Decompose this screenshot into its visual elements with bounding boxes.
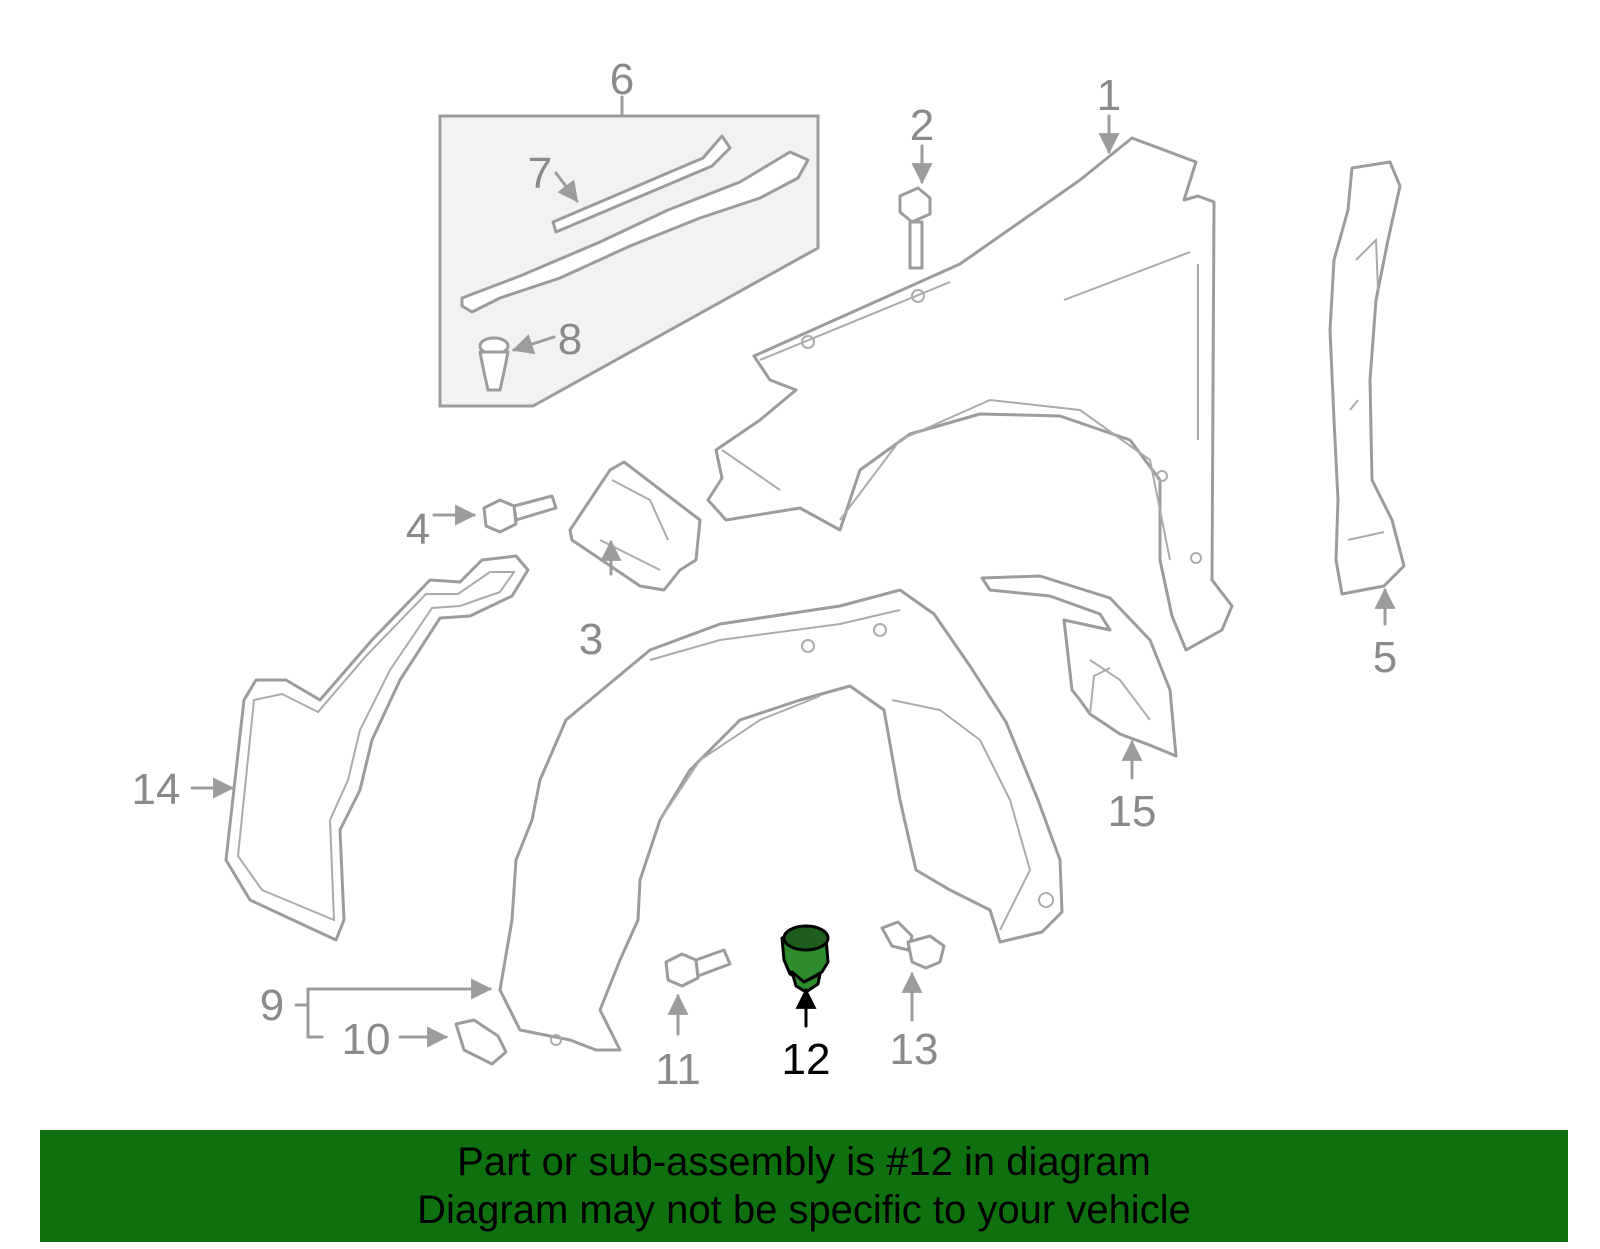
callout-1: 1: [1097, 71, 1121, 120]
part-8-clip[interactable]: [478, 336, 510, 392]
part-6-rail[interactable]: [460, 150, 810, 314]
callout-6: 6: [610, 55, 634, 104]
part-9-liner[interactable]: [498, 588, 1064, 1052]
part-3-bracket[interactable]: [568, 460, 702, 592]
callout-15: 15: [1108, 787, 1157, 836]
part-5-bracket[interactable]: [1328, 160, 1406, 596]
callout-10: 10: [342, 1015, 391, 1064]
info-banner: Part or sub-assembly is #12 in diagram D…: [40, 1130, 1568, 1242]
callout-14: 14: [132, 765, 181, 814]
part-4-bolt[interactable]: [482, 494, 558, 534]
callout-7: 7: [528, 149, 552, 198]
part-14-shield[interactable]: [224, 554, 530, 942]
part-7-seal[interactable]: [551, 134, 732, 234]
part-2-bolt[interactable]: [898, 186, 932, 270]
part-1-fender[interactable]: [706, 136, 1234, 652]
callout-13: 13: [890, 1025, 939, 1074]
callout-9: 9: [260, 981, 284, 1030]
part-12-nut[interactable]: [780, 924, 830, 994]
parts-diagram: 1 2 3 4 5 6 7 8 9 10 11 12 13 14 15: [132, 55, 1406, 1094]
leader-lines: [190, 95, 1396, 1048]
callout-11: 11: [655, 1045, 701, 1094]
callout-8: 8: [558, 315, 582, 364]
part-15-shield[interactable]: [980, 574, 1178, 758]
banner-line-2: Diagram may not be specific to your vehi…: [417, 1188, 1191, 1232]
part-13-clip[interactable]: [880, 920, 946, 970]
banner-line-1: Part or sub-assembly is #12 in diagram: [457, 1140, 1151, 1184]
callout-4: 4: [406, 505, 430, 554]
callout-12: 12: [782, 1035, 831, 1084]
part-10-bracket[interactable]: [454, 1018, 508, 1066]
callout-3: 3: [579, 615, 603, 664]
callout-5: 5: [1373, 633, 1397, 682]
callout-2: 2: [910, 101, 934, 150]
part-11-bolt[interactable]: [664, 948, 732, 988]
